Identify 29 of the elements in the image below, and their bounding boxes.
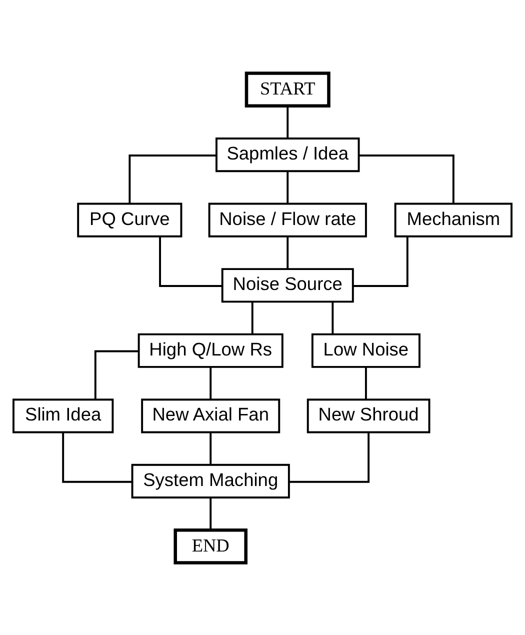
connector <box>251 301 254 334</box>
connector <box>159 236 222 286</box>
connector <box>128 154 216 203</box>
connector <box>286 106 289 138</box>
connector <box>289 432 370 482</box>
connector <box>353 236 408 286</box>
node-box: System Maching <box>131 463 290 498</box>
node-box: Noise / Flow rate <box>208 202 367 237</box>
node-box: END <box>174 528 248 564</box>
node-box: High Q/Low Rs <box>138 332 284 368</box>
connector <box>364 366 367 399</box>
connector <box>210 497 212 530</box>
node-box: Low Noise <box>311 332 420 368</box>
node-box: Noise Source <box>221 268 354 302</box>
node-box: Sapmles / Idea <box>216 137 360 172</box>
connector <box>286 170 289 203</box>
node-box: PQ Curve <box>77 202 182 237</box>
connector <box>332 301 334 334</box>
connector <box>210 366 212 399</box>
connector <box>62 432 132 482</box>
node-box: New Axial Fan <box>141 398 280 433</box>
node-box: Slim Idea <box>12 398 114 433</box>
node-box: START <box>244 71 330 107</box>
connector <box>210 432 212 464</box>
connector <box>286 236 289 268</box>
node-box: Mechanism <box>394 202 512 237</box>
node-box: New Shroud <box>306 398 430 433</box>
connector <box>358 154 454 203</box>
connector <box>94 350 139 399</box>
